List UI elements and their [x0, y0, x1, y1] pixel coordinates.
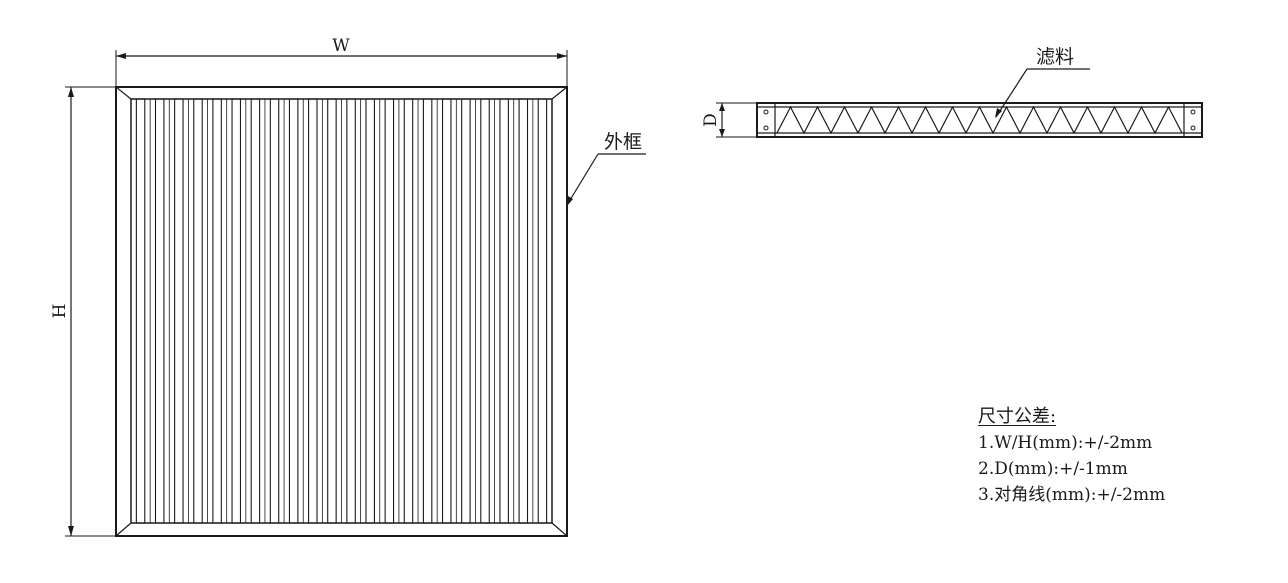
filter-strip — [461, 98, 471, 524]
media-label: 滤料 — [1036, 46, 1074, 68]
filter-strip — [174, 98, 184, 524]
depth-dimension — [716, 102, 756, 138]
corner-bevel — [551, 522, 568, 537]
filter-strip — [308, 98, 318, 524]
filter-strip — [346, 98, 356, 524]
tolerance-item: 2.D(mm):+/-1mm — [978, 459, 1128, 479]
filter-strip — [537, 98, 548, 524]
height-dimension — [65, 86, 115, 537]
frame-label: 外框 — [604, 131, 642, 153]
depth-label: D — [701, 113, 721, 127]
corner-bevel — [551, 86, 568, 100]
media-leader — [995, 68, 1090, 118]
filter-strip — [269, 98, 280, 524]
tolerance-title: 尺寸公差: — [978, 406, 1057, 427]
filter-strip — [384, 98, 395, 524]
filter-strip — [212, 98, 222, 524]
filter-strip — [154, 98, 165, 524]
filter-strip — [193, 98, 203, 524]
corner-bevel — [115, 86, 132, 100]
filter-strip — [250, 98, 261, 524]
filter-strip — [441, 98, 452, 524]
rivet — [1190, 125, 1196, 131]
width-dimension — [115, 50, 568, 86]
corner-bevel — [115, 522, 132, 537]
filter-media-pleats — [776, 105, 1183, 135]
filter-strip — [518, 98, 529, 524]
filter-strip — [135, 98, 146, 524]
rivet — [1190, 109, 1196, 115]
filter-strip — [365, 98, 375, 524]
width-label: W — [332, 36, 350, 56]
filter-strip — [288, 98, 299, 524]
side-end-cap-left — [756, 102, 776, 138]
filter-strip — [480, 98, 490, 524]
rivet — [763, 109, 769, 115]
rivet — [763, 125, 769, 131]
frame-leader — [566, 153, 646, 206]
front-view — [115, 86, 568, 537]
filter-strip — [327, 98, 337, 524]
filter-strip — [231, 98, 242, 524]
side-end-cap-right — [1183, 102, 1203, 138]
filter-strip — [499, 98, 509, 524]
filter-strip — [403, 98, 414, 524]
tolerance-item: 1.W/H(mm):+/-2mm — [978, 433, 1153, 453]
filter-strips — [135, 98, 548, 524]
height-label: H — [50, 304, 70, 319]
tolerance-item: 3.对角线(mm):+/-2mm — [978, 485, 1166, 505]
outer-frame-border — [115, 86, 568, 537]
filter-strip — [422, 98, 433, 524]
side-view — [756, 102, 1203, 138]
tolerance-notes: 尺寸公差: 1.W/H(mm):+/-2mm 2.D(mm):+/-1mm 3.… — [978, 404, 1165, 508]
